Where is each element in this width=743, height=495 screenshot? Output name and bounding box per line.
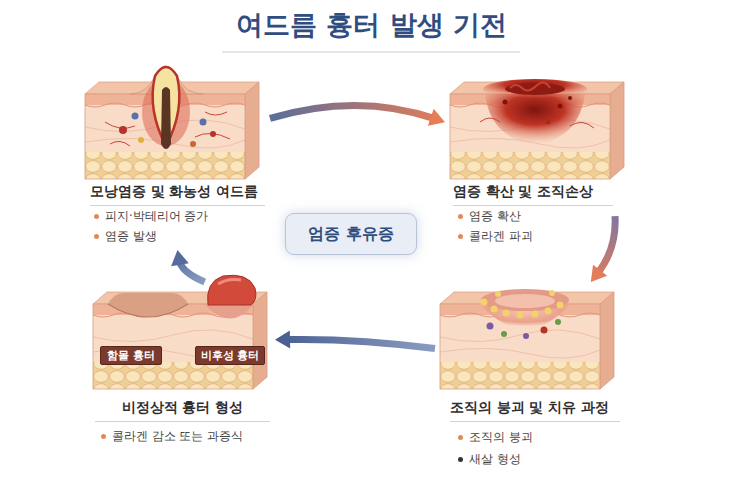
arrow-head — [591, 265, 607, 282]
bullet-text: 피지·박테리어 증가 — [93, 209, 208, 224]
flow-arrow-line — [179, 260, 205, 282]
bullet-text: 콜라겐 파괴 — [457, 229, 533, 244]
title-rule — [222, 52, 520, 53]
bullet-text: 콜라겐 감소 또는 과증식 — [100, 429, 243, 444]
arrow-head — [428, 109, 445, 126]
bullet-text: 조직의 붕괴 — [457, 430, 533, 445]
scar-label: 함몰 흉터 — [107, 348, 155, 363]
stage-panel: 모낭염증 및 화농성 여드름피지·박테리어 증가염증 발생 — [85, 62, 270, 250]
stage-panel: 염증 확산 및 조직손상염증 확산콜라겐 파괴 — [445, 62, 615, 250]
flow-arrow — [591, 216, 615, 282]
flow-arrow-line — [270, 105, 436, 118]
flow-arrow — [270, 105, 445, 125]
bullet-text: 염증 확산 — [457, 209, 521, 224]
flow-arrow-line — [597, 216, 615, 274]
stage-heading: 비정상적 흉터 형성 — [95, 399, 270, 422]
stage-panel: 조직의 붕괴 및 치유 과정조직의 붕괴새살 형성 — [435, 282, 625, 472]
center-box: 엄증 후유증 — [285, 213, 417, 255]
scar-illustration — [93, 275, 267, 389]
inflammation-illustration — [450, 79, 624, 179]
bullet-text: 염증 발생 — [93, 229, 157, 244]
arrow-head — [275, 330, 290, 348]
stage-heading: 조직의 붕괴 및 치유 과정 — [450, 399, 620, 422]
bullet-text: 새살 형성 — [457, 452, 521, 467]
flow-arrow — [171, 250, 205, 282]
scar-label: 비후성 흉터 — [201, 348, 260, 363]
flow-arrow-line — [285, 339, 435, 348]
arrow-head — [171, 250, 189, 266]
stage-heading: 염증 확산 및 조직손상 — [453, 183, 613, 206]
diagram-title: 여드름 흉터 발생 기전 — [0, 7, 743, 43]
center-label: 엄증 후유증 — [308, 224, 394, 245]
stage-heading: 모낭염증 및 화농성 여드름 — [90, 183, 265, 206]
scar-tag: 함몰 흉터 — [100, 346, 162, 365]
flow-arrow — [275, 330, 435, 348]
healing-illustration — [440, 289, 614, 389]
stage-panel: 비정상적 흉터 형성콜라겐 감소 또는 과증식 함몰 흉터 비후성 흉터 — [90, 282, 275, 447]
scar-tag: 비후성 흉터 — [195, 346, 265, 365]
pustule-illustration — [85, 66, 259, 179]
